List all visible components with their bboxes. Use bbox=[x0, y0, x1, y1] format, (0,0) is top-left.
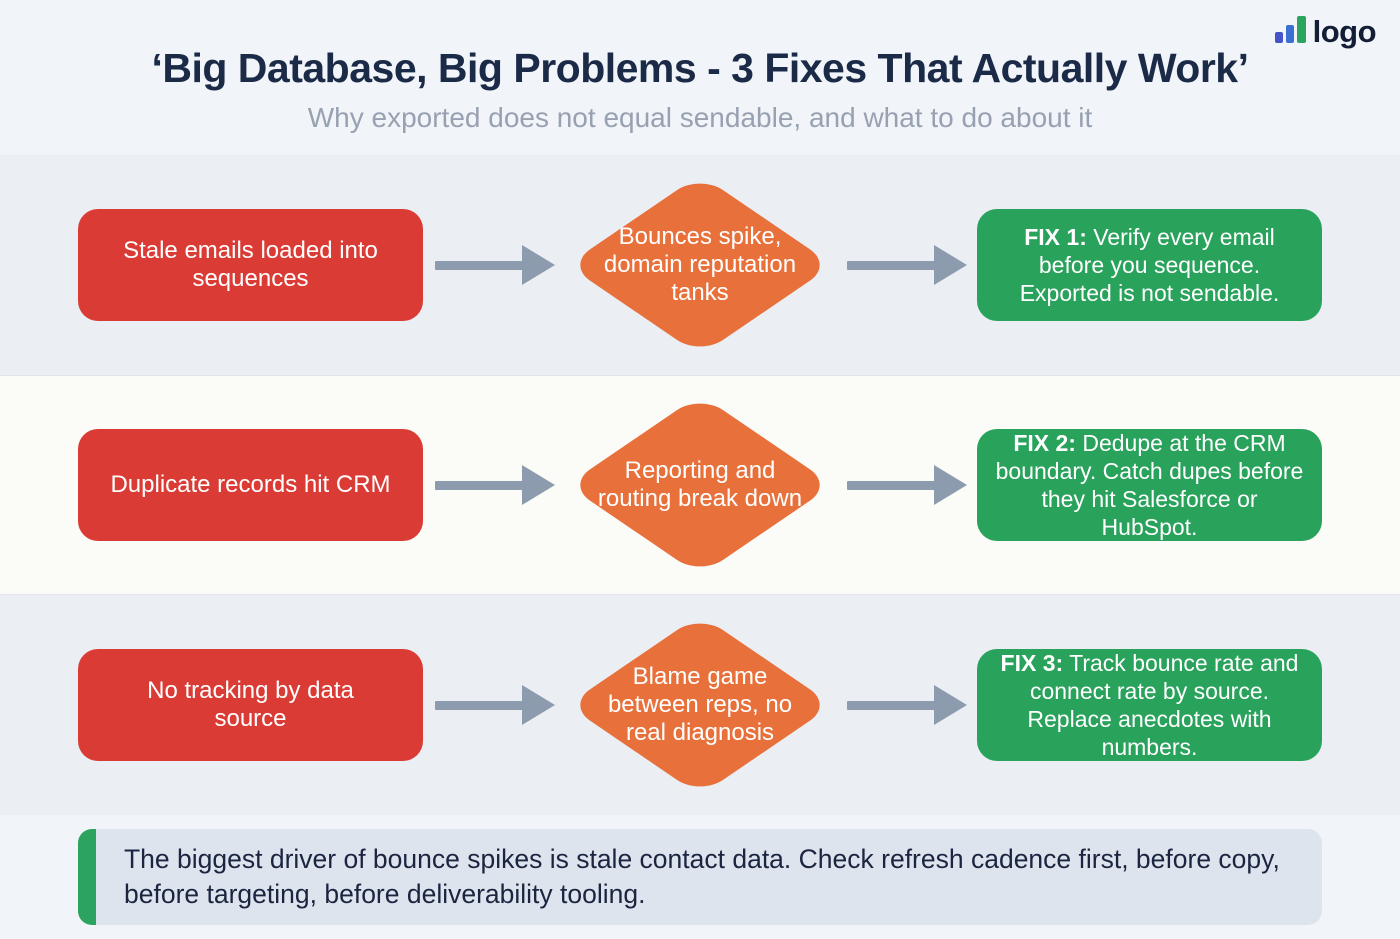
arrow-right-icon bbox=[835, 245, 977, 285]
page-subtitle: Why exported does not equal sendable, an… bbox=[307, 102, 1093, 134]
problem-box-3: No tracking by data source bbox=[78, 649, 423, 761]
callout-accent-bar bbox=[78, 829, 96, 925]
arrow-right-icon bbox=[835, 685, 977, 725]
problem-box-1: Stale emails loaded into sequences bbox=[78, 209, 423, 321]
arrow-right-icon bbox=[835, 465, 977, 505]
footer: The biggest driver of bounce spikes is s… bbox=[0, 815, 1400, 939]
arrow-right-icon bbox=[423, 465, 565, 505]
symptom-diamond-2: Reporting and routing break down bbox=[565, 392, 835, 578]
symptom-label-3: Blame game between reps, no real diagnos… bbox=[607, 662, 793, 747]
problem-label-3: No tracking by data source bbox=[147, 676, 354, 732]
flow-row-2: Duplicate records hit CRM Reporting and … bbox=[0, 375, 1400, 595]
symptom-diamond-3: Blame game between reps, no real diagnos… bbox=[565, 612, 835, 798]
flow-row-1: Stale emails loaded into sequences Bounc… bbox=[0, 155, 1400, 375]
problem-label-1: Stale emails loaded into sequences bbox=[123, 236, 378, 292]
problem-label-2: Duplicate records hit CRM bbox=[110, 470, 391, 498]
fix-box-2: FIX 2: Dedupe at the CRM boundary. Catch… bbox=[977, 429, 1322, 541]
flow-row-3: No tracking by data source Blame game be… bbox=[0, 595, 1400, 815]
key-takeaway-callout: The biggest driver of bounce spikes is s… bbox=[78, 829, 1322, 925]
fix-box-3: FIX 3: Track bounce rate and connect rat… bbox=[977, 649, 1322, 761]
fix-box-1: FIX 1: Verify every email before you seq… bbox=[977, 209, 1322, 321]
problem-box-2: Duplicate records hit CRM bbox=[78, 429, 423, 541]
symptom-label-1: Bounces spike, domain reputation tanks bbox=[603, 222, 797, 307]
fix-label-3: FIX 3: Track bounce rate and connect rat… bbox=[1000, 649, 1299, 761]
symptom-diamond-1: Bounces spike, domain reputation tanks bbox=[565, 172, 835, 358]
fix-label-2: FIX 2: Dedupe at the CRM boundary. Catch… bbox=[995, 429, 1304, 541]
page-title: ‘Big Database, Big Problems - 3 Fixes Th… bbox=[151, 45, 1249, 91]
logo-text: logo bbox=[1312, 14, 1377, 49]
fix-label-1: FIX 1: Verify every email before you seq… bbox=[1019, 223, 1280, 307]
arrow-right-icon bbox=[423, 685, 565, 725]
arrow-right-icon bbox=[423, 245, 565, 285]
symptom-label-2: Reporting and routing break down bbox=[597, 456, 803, 512]
bar-chart-icon bbox=[1274, 16, 1306, 47]
header: logo ‘Big Database, Big Problems - 3 Fix… bbox=[0, 0, 1400, 155]
callout-text: The biggest driver of bounce spikes is s… bbox=[124, 844, 1280, 909]
logo: logo bbox=[1274, 14, 1377, 49]
